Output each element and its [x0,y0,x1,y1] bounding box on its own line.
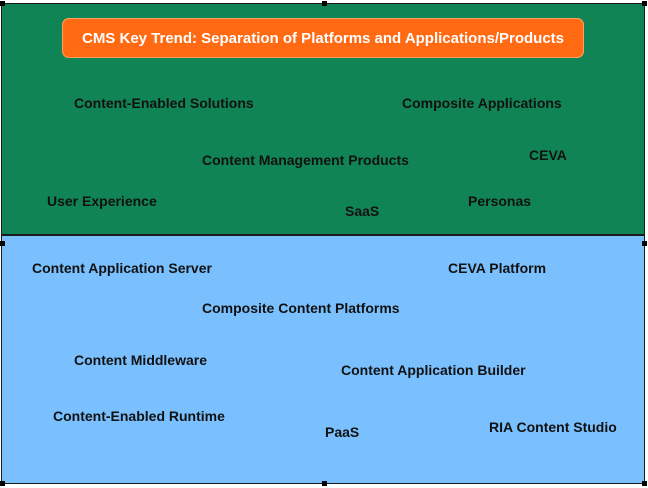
selection-handle-top-left[interactable] [0,1,5,6]
term-ceva: CEVA [529,147,567,163]
platforms-panel [1,235,645,484]
term-content-enabled-solutions: Content-Enabled Solutions [74,95,254,111]
term-paas: PaaS [325,424,360,440]
selection-handle-bottom-center[interactable] [322,481,327,486]
selection-handle-top-center[interactable] [322,1,327,6]
term-composite-applications: Composite Applications [402,95,562,111]
term-ria-content-studio: RIA Content Studio [489,419,617,435]
selection-handle-top-right[interactable] [642,1,647,6]
term-user-experience: User Experience [47,193,157,209]
selection-handle-bottom-right[interactable] [642,481,647,486]
selection-handle-middle-right[interactable] [642,241,647,246]
term-personas: Personas [468,193,532,209]
term-content-application-server: Content Application Server [32,260,212,276]
key-trend-banner: CMS Key Trend: Separation of Platforms a… [62,18,584,58]
selection-handle-middle-left[interactable] [0,241,5,246]
term-content-management-products: Content Management Products [202,152,409,168]
term-content-application-builder: Content Application Builder [341,362,526,378]
selection-handle-bottom-left[interactable] [0,481,5,486]
term-composite-content-platforms: Composite Content Platforms [202,300,400,316]
term-ceva-platform: CEVA Platform [448,260,547,276]
term-content-middleware: Content Middleware [74,352,208,368]
term-saas: SaaS [345,203,380,219]
term-content-enabled-runtime: Content-Enabled Runtime [53,408,225,424]
